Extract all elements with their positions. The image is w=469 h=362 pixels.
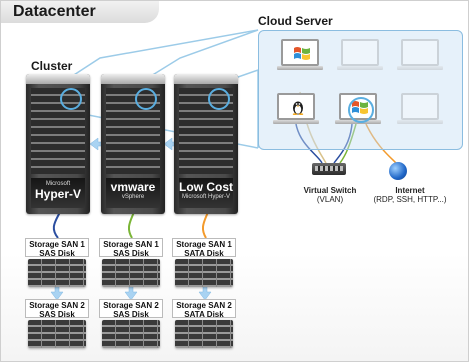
linux-icon: [292, 101, 304, 115]
disk-array: [102, 259, 160, 287]
san-label: Storage SAN 1 SATA Disk: [172, 238, 236, 258]
disk-array: [28, 320, 86, 348]
vm-linux: [273, 93, 319, 129]
vm-link: [365, 123, 397, 164]
internet-globe-icon: [389, 162, 407, 180]
server-vsphere: vmware vSphere: [101, 74, 165, 214]
storage-san-1-sas-a: Storage SAN 1 SAS Disk: [25, 238, 89, 287]
disk-array: [102, 320, 160, 348]
highlight-circle: [348, 97, 374, 123]
san-label: Storage SAN 2 SATA Disk: [172, 299, 236, 319]
page-title: Datacenter: [13, 3, 96, 20]
disk-array: [28, 259, 86, 287]
vm-empty-1: [337, 39, 383, 75]
highlight-circle: [208, 88, 230, 110]
server-cable-2: [127, 211, 135, 239]
internet-label: Internet (RDP, SSH, HTTP...): [373, 186, 447, 204]
storage-san-2-sas-a: Storage SAN 2 SAS Disk: [25, 299, 89, 348]
server-cable-1: [52, 211, 61, 239]
server-brand: Microsoft Hyper-V: [31, 178, 85, 208]
server-low-cost: Low Cost Microsoft Hyper-V: [174, 74, 238, 214]
vm-windows-1: [277, 39, 323, 75]
storage-san-2-sas-b: Storage SAN 2 SAS Disk: [99, 299, 163, 348]
virtual-switch-label: Virtual Switch (VLAN): [303, 186, 357, 204]
san-label: Storage SAN 2 SAS Disk: [25, 299, 89, 319]
cloud-server-panel: [258, 30, 463, 150]
storage-san-2-sata: Storage SAN 2 SATA Disk: [172, 299, 236, 348]
storage-san-1-sata: Storage SAN 1 SATA Disk: [172, 238, 236, 287]
server-rack: [106, 88, 160, 174]
disk-array: [175, 259, 233, 287]
windows-icon: [352, 101, 368, 114]
vm-empty-3: [397, 93, 443, 129]
vm-empty-2: [397, 39, 443, 75]
storage-san-1-sas-b: Storage SAN 1 SAS Disk: [99, 238, 163, 287]
windows-icon: [294, 47, 310, 60]
server-hyper-v: Microsoft Hyper-V: [26, 74, 90, 214]
vm-link: [295, 123, 323, 164]
cluster-label: Cluster: [31, 59, 73, 73]
vm-link: [339, 123, 357, 164]
server-cable-3: [201, 211, 209, 239]
server-brand: Low Cost Microsoft Hyper-V: [179, 178, 233, 208]
cloud-server-label: Cloud Server: [258, 14, 333, 28]
server-rack: [179, 88, 233, 174]
server-rack: [31, 88, 85, 174]
san-label: Storage SAN 2 SAS Disk: [99, 299, 163, 319]
header-tab: Datacenter: [1, 1, 159, 23]
highlight-circle: [135, 88, 157, 110]
san-label: Storage SAN 1 SAS Disk: [25, 238, 89, 258]
highlight-circle: [60, 88, 82, 110]
disk-array: [175, 320, 233, 348]
san-label: Storage SAN 1 SAS Disk: [99, 238, 163, 258]
virtual-switch-icon: [312, 163, 346, 175]
server-brand: vmware vSphere: [106, 178, 160, 208]
vm-link: [333, 123, 353, 164]
